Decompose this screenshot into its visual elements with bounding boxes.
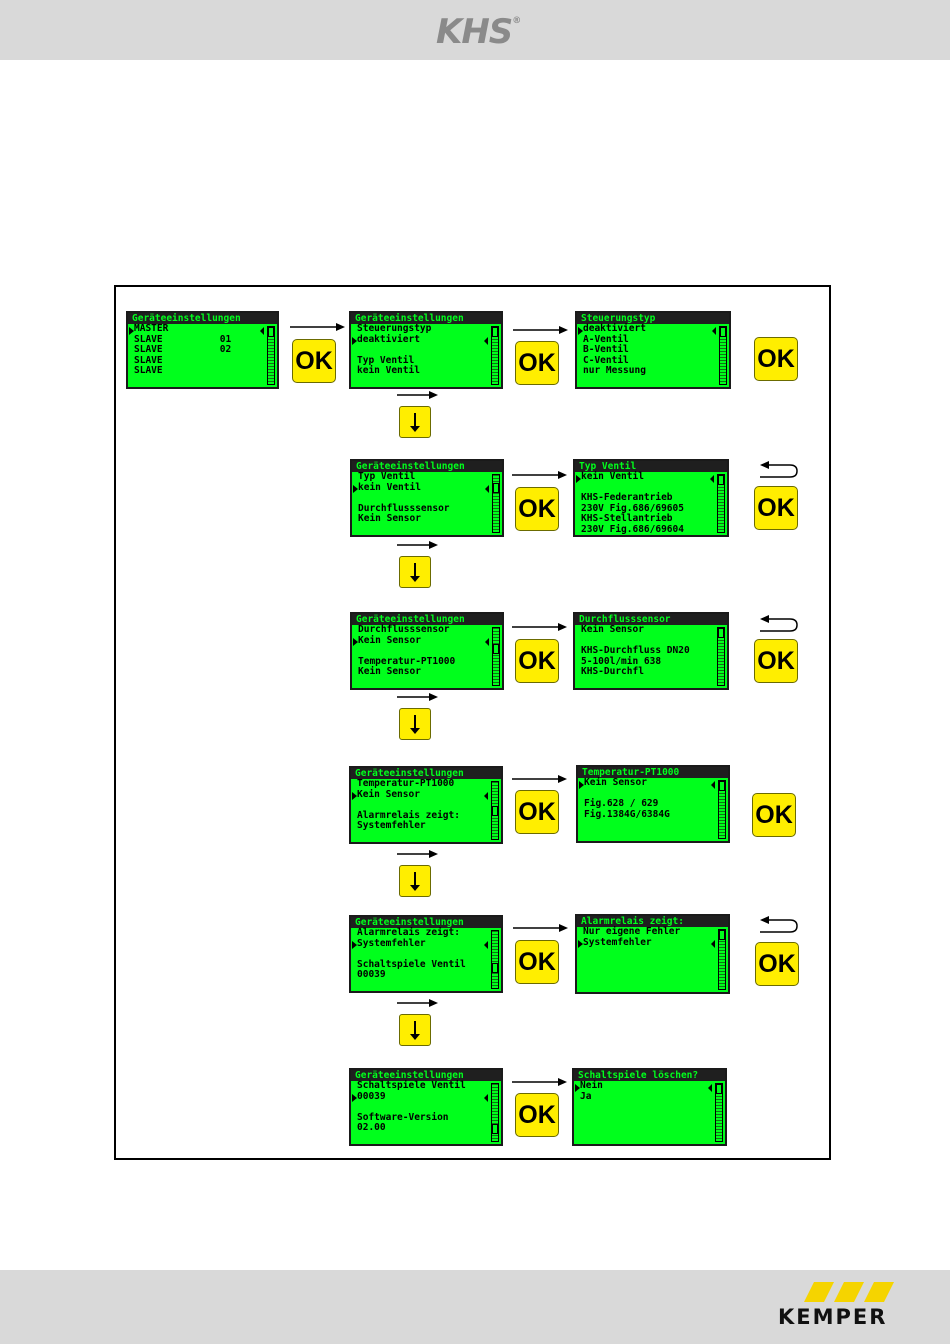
lcd-screen-valve-type-list: Typ Ventil kein Ventil KHS-Federantrieb …	[573, 459, 729, 537]
cursor-icon	[711, 940, 715, 948]
khs-logo: KHS®	[436, 12, 521, 52]
ok-button[interactable]: OK	[754, 486, 798, 530]
arrow-right-icon	[513, 326, 568, 334]
scrollbar	[491, 1083, 499, 1142]
ok-button[interactable]: OK	[515, 940, 559, 984]
arrow-right-icon	[513, 924, 568, 932]
selection-marker-icon	[578, 940, 583, 948]
down-button[interactable]	[399, 406, 431, 438]
scrollbar	[715, 1083, 723, 1142]
arrow-down-icon	[410, 563, 420, 582]
ok-button[interactable]: OK	[754, 337, 798, 381]
arrow-right-icon	[512, 623, 567, 631]
scrollbar	[718, 929, 726, 990]
down-button[interactable]	[399, 556, 431, 588]
scrollbar	[491, 326, 499, 385]
selection-marker-icon	[352, 792, 357, 800]
selection-marker-icon	[353, 638, 358, 646]
return-arrow-icon	[760, 461, 798, 478]
ok-button[interactable]: OK	[515, 487, 559, 531]
cursor-icon	[484, 941, 488, 949]
header-bar: KHS®	[0, 0, 950, 60]
cursor-icon	[712, 327, 716, 335]
lcd-screen-temperature-sensor-list: Temperatur-PT1000 Kein Sensor Fig.628 / …	[576, 765, 730, 843]
arrow-down-icon	[410, 1021, 420, 1040]
arrow-right-icon	[397, 541, 438, 549]
selection-marker-icon	[578, 327, 583, 335]
cursor-icon	[484, 337, 488, 345]
scrollbar	[492, 627, 500, 686]
ok-button[interactable]: OK	[755, 942, 799, 986]
arrow-right-icon	[397, 999, 438, 1007]
down-button[interactable]	[399, 1014, 431, 1046]
selection-marker-icon	[579, 781, 584, 789]
scrollbar	[717, 474, 725, 533]
selection-marker-icon	[353, 485, 358, 493]
ok-button[interactable]: OK	[515, 341, 559, 385]
lcd-screen-delete-cycles-confirm: Schaltspiele löschen? Nein Ja	[572, 1068, 727, 1146]
return-arrow-icon	[760, 916, 798, 933]
kemper-logo-stripes	[804, 1282, 894, 1302]
scrollbar	[491, 781, 499, 840]
arrow-right-icon	[290, 323, 345, 331]
lcd-screen-device-settings-control-type: Geräteeinstellungen Steuerungstyp deakti…	[349, 311, 503, 389]
selection-marker-icon	[352, 1094, 357, 1102]
menu-flow-diagram	[114, 285, 831, 1160]
lcd-screen-device-settings-master: Geräteeinstellungen MASTER SLAVE 01 SLAV…	[126, 311, 279, 389]
ok-button[interactable]: OK	[754, 639, 798, 683]
arrow-right-icon	[512, 775, 567, 783]
lcd-screen-control-type-list: Steuerungstyp deaktiviert A-Ventil B-Ven…	[575, 311, 731, 389]
scrollbar	[267, 326, 275, 385]
cursor-icon	[260, 327, 264, 335]
arrow-right-icon	[512, 471, 567, 479]
down-button[interactable]	[399, 708, 431, 740]
selection-marker-icon	[576, 475, 581, 483]
kemper-logo: KEMPER	[778, 1305, 888, 1329]
selection-marker-icon	[352, 337, 357, 345]
cursor-icon	[485, 485, 489, 493]
cursor-icon	[711, 781, 715, 789]
selection-marker-icon	[575, 1084, 580, 1092]
cursor-icon	[708, 1084, 712, 1092]
down-button[interactable]	[399, 865, 431, 897]
lcd-screen-device-settings-switching-cycles: Geräteeinstellungen Schaltspiele Ventil …	[349, 1068, 503, 1146]
ok-button[interactable]: OK	[752, 793, 796, 837]
ok-button[interactable]: OK	[292, 339, 336, 383]
cursor-icon	[484, 792, 488, 800]
footer-bar	[0, 1270, 950, 1344]
arrow-down-icon	[410, 413, 420, 432]
cursor-icon	[710, 475, 714, 483]
ok-button[interactable]: OK	[515, 1093, 559, 1137]
arrow-right-icon	[512, 1078, 567, 1086]
lcd-screen-alarm-relay-list: Alarmrelais zeigt: Nur eigene Fehler Sys…	[575, 914, 730, 994]
lcd-screen-device-settings-temperature: Geräteeinstellungen Temperatur-PT1000 Ke…	[349, 766, 503, 844]
scrollbar	[492, 474, 500, 533]
arrow-right-icon	[397, 693, 438, 701]
return-arrow-icon	[760, 615, 798, 632]
lcd-screen-device-settings-valve-type: Geräteeinstellungen Typ Ventil kein Vent…	[350, 459, 504, 537]
lcd-screen-device-settings-alarm-relay: Geräteeinstellungen Alarmrelais zeigt: S…	[349, 915, 503, 993]
arrow-right-icon	[397, 850, 438, 858]
cursor-icon	[485, 638, 489, 646]
arrow-right-icon	[397, 391, 438, 399]
arrow-down-icon	[410, 872, 420, 891]
scrollbar	[719, 326, 727, 385]
ok-button[interactable]: OK	[515, 639, 559, 683]
ok-button[interactable]: OK	[515, 790, 559, 834]
scrollbar	[491, 930, 499, 989]
cursor-icon	[484, 1094, 488, 1102]
selection-marker-icon	[129, 327, 134, 335]
lcd-screen-flow-sensor-list: Durchflusssensor Kein Sensor KHS-Durchfl…	[573, 612, 729, 690]
arrow-down-icon	[410, 715, 420, 734]
scrollbar	[717, 627, 725, 686]
scrollbar	[718, 780, 726, 839]
lcd-screen-device-settings-flow-sensor: Geräteeinstellungen Durchflusssensor Kei…	[350, 612, 504, 690]
selection-marker-icon	[352, 941, 357, 949]
